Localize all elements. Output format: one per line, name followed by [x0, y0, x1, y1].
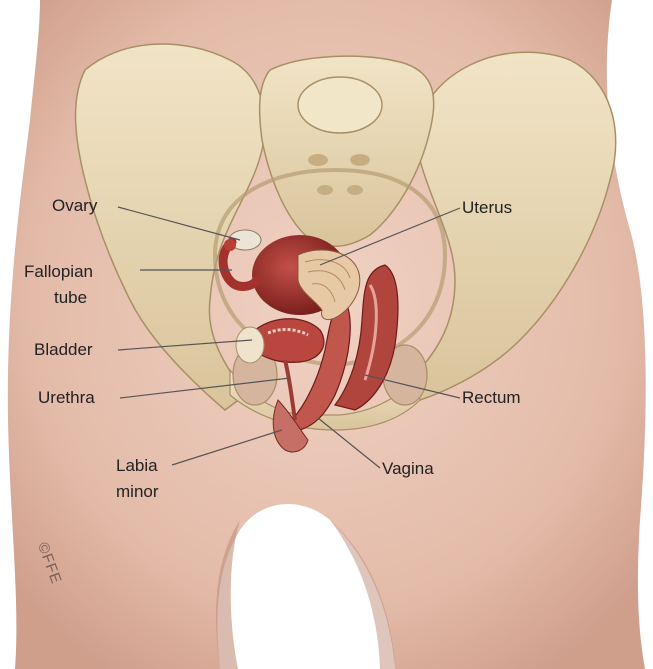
pubic-symphysis	[236, 327, 264, 363]
label-fallopian-line2: tube	[54, 288, 87, 308]
label-labia-line2: minor	[116, 482, 159, 502]
label-urethra: Urethra	[38, 388, 95, 408]
lumbar-vertebra	[298, 77, 382, 133]
label-fallopian-line1: Fallopian	[24, 262, 93, 282]
label-bladder: Bladder	[34, 340, 93, 360]
label-uterus: Uterus	[462, 198, 512, 218]
label-labia-line1: Labia	[116, 456, 158, 476]
label-ovary: Ovary	[52, 196, 97, 216]
label-rectum: Rectum	[462, 388, 521, 408]
label-vagina: Vagina	[382, 459, 434, 479]
